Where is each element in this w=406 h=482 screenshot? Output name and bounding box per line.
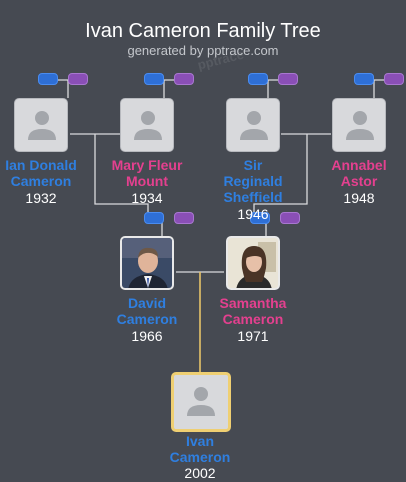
person-card-david[interactable] (120, 236, 174, 290)
person-year-samantha: 1971 (237, 328, 269, 344)
person-silhouette-icon (346, 111, 374, 140)
mother-link-pill[interactable] (384, 73, 404, 85)
connector-to-samantha (253, 134, 308, 212)
page-subtitle: generated by pptrace.com (127, 43, 279, 58)
person-year-reginald: 1946 (237, 206, 269, 222)
person-year-ian: 1932 (25, 190, 57, 206)
connector-reginald-pills (267, 79, 278, 98)
person-card-annabel[interactable] (332, 98, 386, 152)
portrait-photo (122, 238, 172, 288)
person-year-annabel: 1948 (343, 190, 375, 206)
person-card-reginald[interactable] (226, 98, 280, 152)
father-link-pill[interactable] (248, 73, 268, 85)
connector-mary-pills (163, 79, 174, 98)
connector-ian-pills (58, 79, 69, 98)
person-card-ivan[interactable] (171, 372, 231, 432)
person-card-samantha[interactable] (226, 236, 280, 290)
person-name-samantha[interactable]: Samantha Cameron (219, 295, 287, 327)
person-name-ivan[interactable]: Ivan Cameron (169, 433, 231, 465)
connector-annabel-pills (373, 79, 384, 98)
person-silhouette-icon (187, 387, 215, 416)
father-link-pill[interactable] (354, 73, 374, 85)
person-year-mary: 1934 (131, 190, 163, 206)
person-year-ivan: 2002 (184, 465, 216, 481)
connector-to-david (94, 134, 149, 212)
person-silhouette-icon (240, 111, 268, 140)
person-name-annabel[interactable]: Annabel Astor (331, 157, 387, 189)
mother-link-pill[interactable] (280, 212, 300, 224)
mother-link-pill[interactable] (174, 212, 194, 224)
person-silhouette-icon (28, 111, 56, 140)
person-card-mary[interactable] (120, 98, 174, 152)
father-link-pill[interactable] (38, 73, 58, 85)
person-name-mary[interactable]: Mary Fleur Mount (111, 157, 183, 189)
father-link-pill[interactable] (250, 212, 270, 224)
person-year-david: 1966 (131, 328, 163, 344)
person-card-ian[interactable] (14, 98, 68, 152)
mother-link-pill[interactable] (174, 73, 194, 85)
father-link-pill[interactable] (144, 73, 164, 85)
page-title: Ivan Cameron Family Tree (85, 20, 321, 42)
mother-link-pill[interactable] (68, 73, 88, 85)
person-name-ian[interactable]: Ian Donald Cameron (5, 157, 77, 189)
father-link-pill[interactable] (144, 212, 164, 224)
person-silhouette-icon (134, 111, 162, 140)
person-name-reginald[interactable]: Sir Reginald Sheffield (223, 157, 283, 205)
person-name-david[interactable]: David Cameron (116, 295, 178, 327)
mother-link-pill[interactable] (278, 73, 298, 85)
portrait-photo (228, 238, 278, 288)
